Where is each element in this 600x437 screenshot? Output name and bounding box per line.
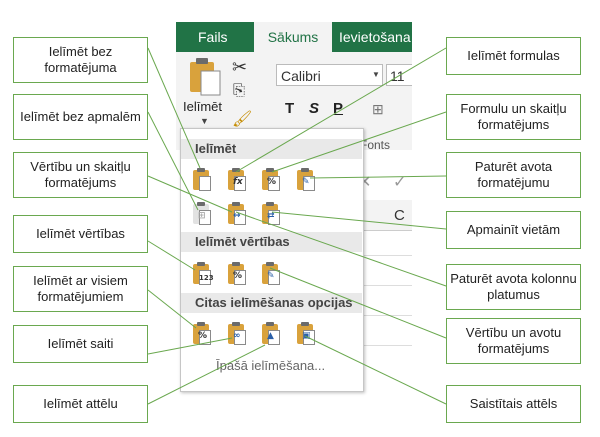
tab-file[interactable]: Fails [198, 29, 228, 45]
italic-button[interactable]: S [309, 100, 320, 117]
row-divider [360, 345, 412, 346]
callout-keep-source-formatting: Paturēt avota formatējumu [446, 152, 581, 198]
paste-picture-icon[interactable]: ▲ [259, 322, 281, 346]
paste-values-icon[interactable]: 123 [190, 262, 214, 286]
paste-special-link[interactable]: Īpašā ielīmēšana... [216, 358, 326, 373]
check-icon[interactable]: ✓ [393, 174, 407, 191]
menu-section-other: Citas ielīmēšanas opcijas [181, 293, 362, 313]
worksheet-area [360, 160, 412, 390]
paste-link-icon[interactable]: ∞ [225, 322, 247, 346]
callout-paste-picture: Ielīmēt attēlu [13, 385, 148, 423]
column-c-label[interactable]: C [394, 207, 405, 224]
row-divider [360, 285, 412, 286]
callout-linked-picture: Saistītais attēls [446, 385, 581, 423]
paste-button[interactable]: Ielīmēt [183, 99, 223, 114]
callout-paste-values: Ielīmēt vērtības [13, 215, 148, 253]
callout-paste-formulas: Ielīmēt formulas [446, 37, 581, 75]
callout-values-number-format: Vērtību un skaitļu formatējums [13, 152, 148, 198]
column-header [360, 200, 412, 231]
callout-no-borders: Ielīmēt bez apmalēm [13, 94, 148, 140]
row-divider [360, 255, 412, 256]
row-divider [360, 315, 412, 316]
copy-icon[interactable]: ⎘ [233, 82, 246, 99]
formatting-icon[interactable]: % [190, 322, 212, 346]
keep-source-formatting-icon[interactable]: ✎ [294, 168, 316, 192]
font-dropdown-chevron-icon[interactable]: ▼ [372, 70, 380, 79]
callout-formulas-number-format: Formulu un skaitļu formatējums [446, 94, 581, 140]
ribbon-tab-bar: Fails Sākums Ievietošana [176, 22, 412, 52]
callout-keep-column-widths: Paturēt avota kolonnu platumus [446, 264, 581, 310]
paste-big-icon[interactable] [188, 57, 222, 97]
paste-formulas-number-format-icon[interactable]: % [259, 168, 281, 192]
callout-paste-no-formatting: Ielīmēt bez formatējuma [13, 37, 148, 83]
callout-transpose: Apmainīt vietām [446, 211, 581, 249]
paste-formulas-icon[interactable]: fx [225, 168, 247, 192]
bold-button[interactable]: T [285, 100, 295, 117]
tab-insert[interactable]: Ievietošana [339, 29, 411, 45]
values-number-format-icon[interactable]: % [225, 262, 247, 286]
values-source-formatting-icon[interactable]: ✎ [259, 262, 281, 286]
transpose-icon[interactable]: ⇄ [259, 202, 281, 226]
scissors-icon[interactable]: ✂ [232, 57, 248, 77]
borders-icon[interactable]: ⊞ [372, 101, 384, 117]
format-painter-icon[interactable]: 🖌 [232, 111, 253, 128]
menu-section-values: Ielīmēt vērtības [181, 232, 362, 252]
callout-all-formatting: Ielīmēt ar visiem formatējumiem [13, 266, 148, 312]
underline-button[interactable]: P [333, 100, 344, 117]
paste-dropdown-chevron-icon[interactable]: ▼ [200, 116, 209, 126]
menu-section-paste: Ielīmēt [181, 139, 362, 159]
callout-paste-link: Ielīmēt saiti [13, 325, 148, 363]
font-name-box[interactable]: Calibri [276, 64, 383, 86]
font-size-box[interactable]: 11 [386, 64, 412, 86]
tab-home[interactable]: Sākums [254, 22, 332, 52]
keep-source-column-widths-icon[interactable]: ↔ [225, 202, 247, 226]
paste-icon[interactable] [190, 168, 212, 192]
fonts-group-label: Fonts [360, 138, 391, 152]
callout-values-source-formatting: Vērtību un avotu formatējums [446, 318, 581, 364]
